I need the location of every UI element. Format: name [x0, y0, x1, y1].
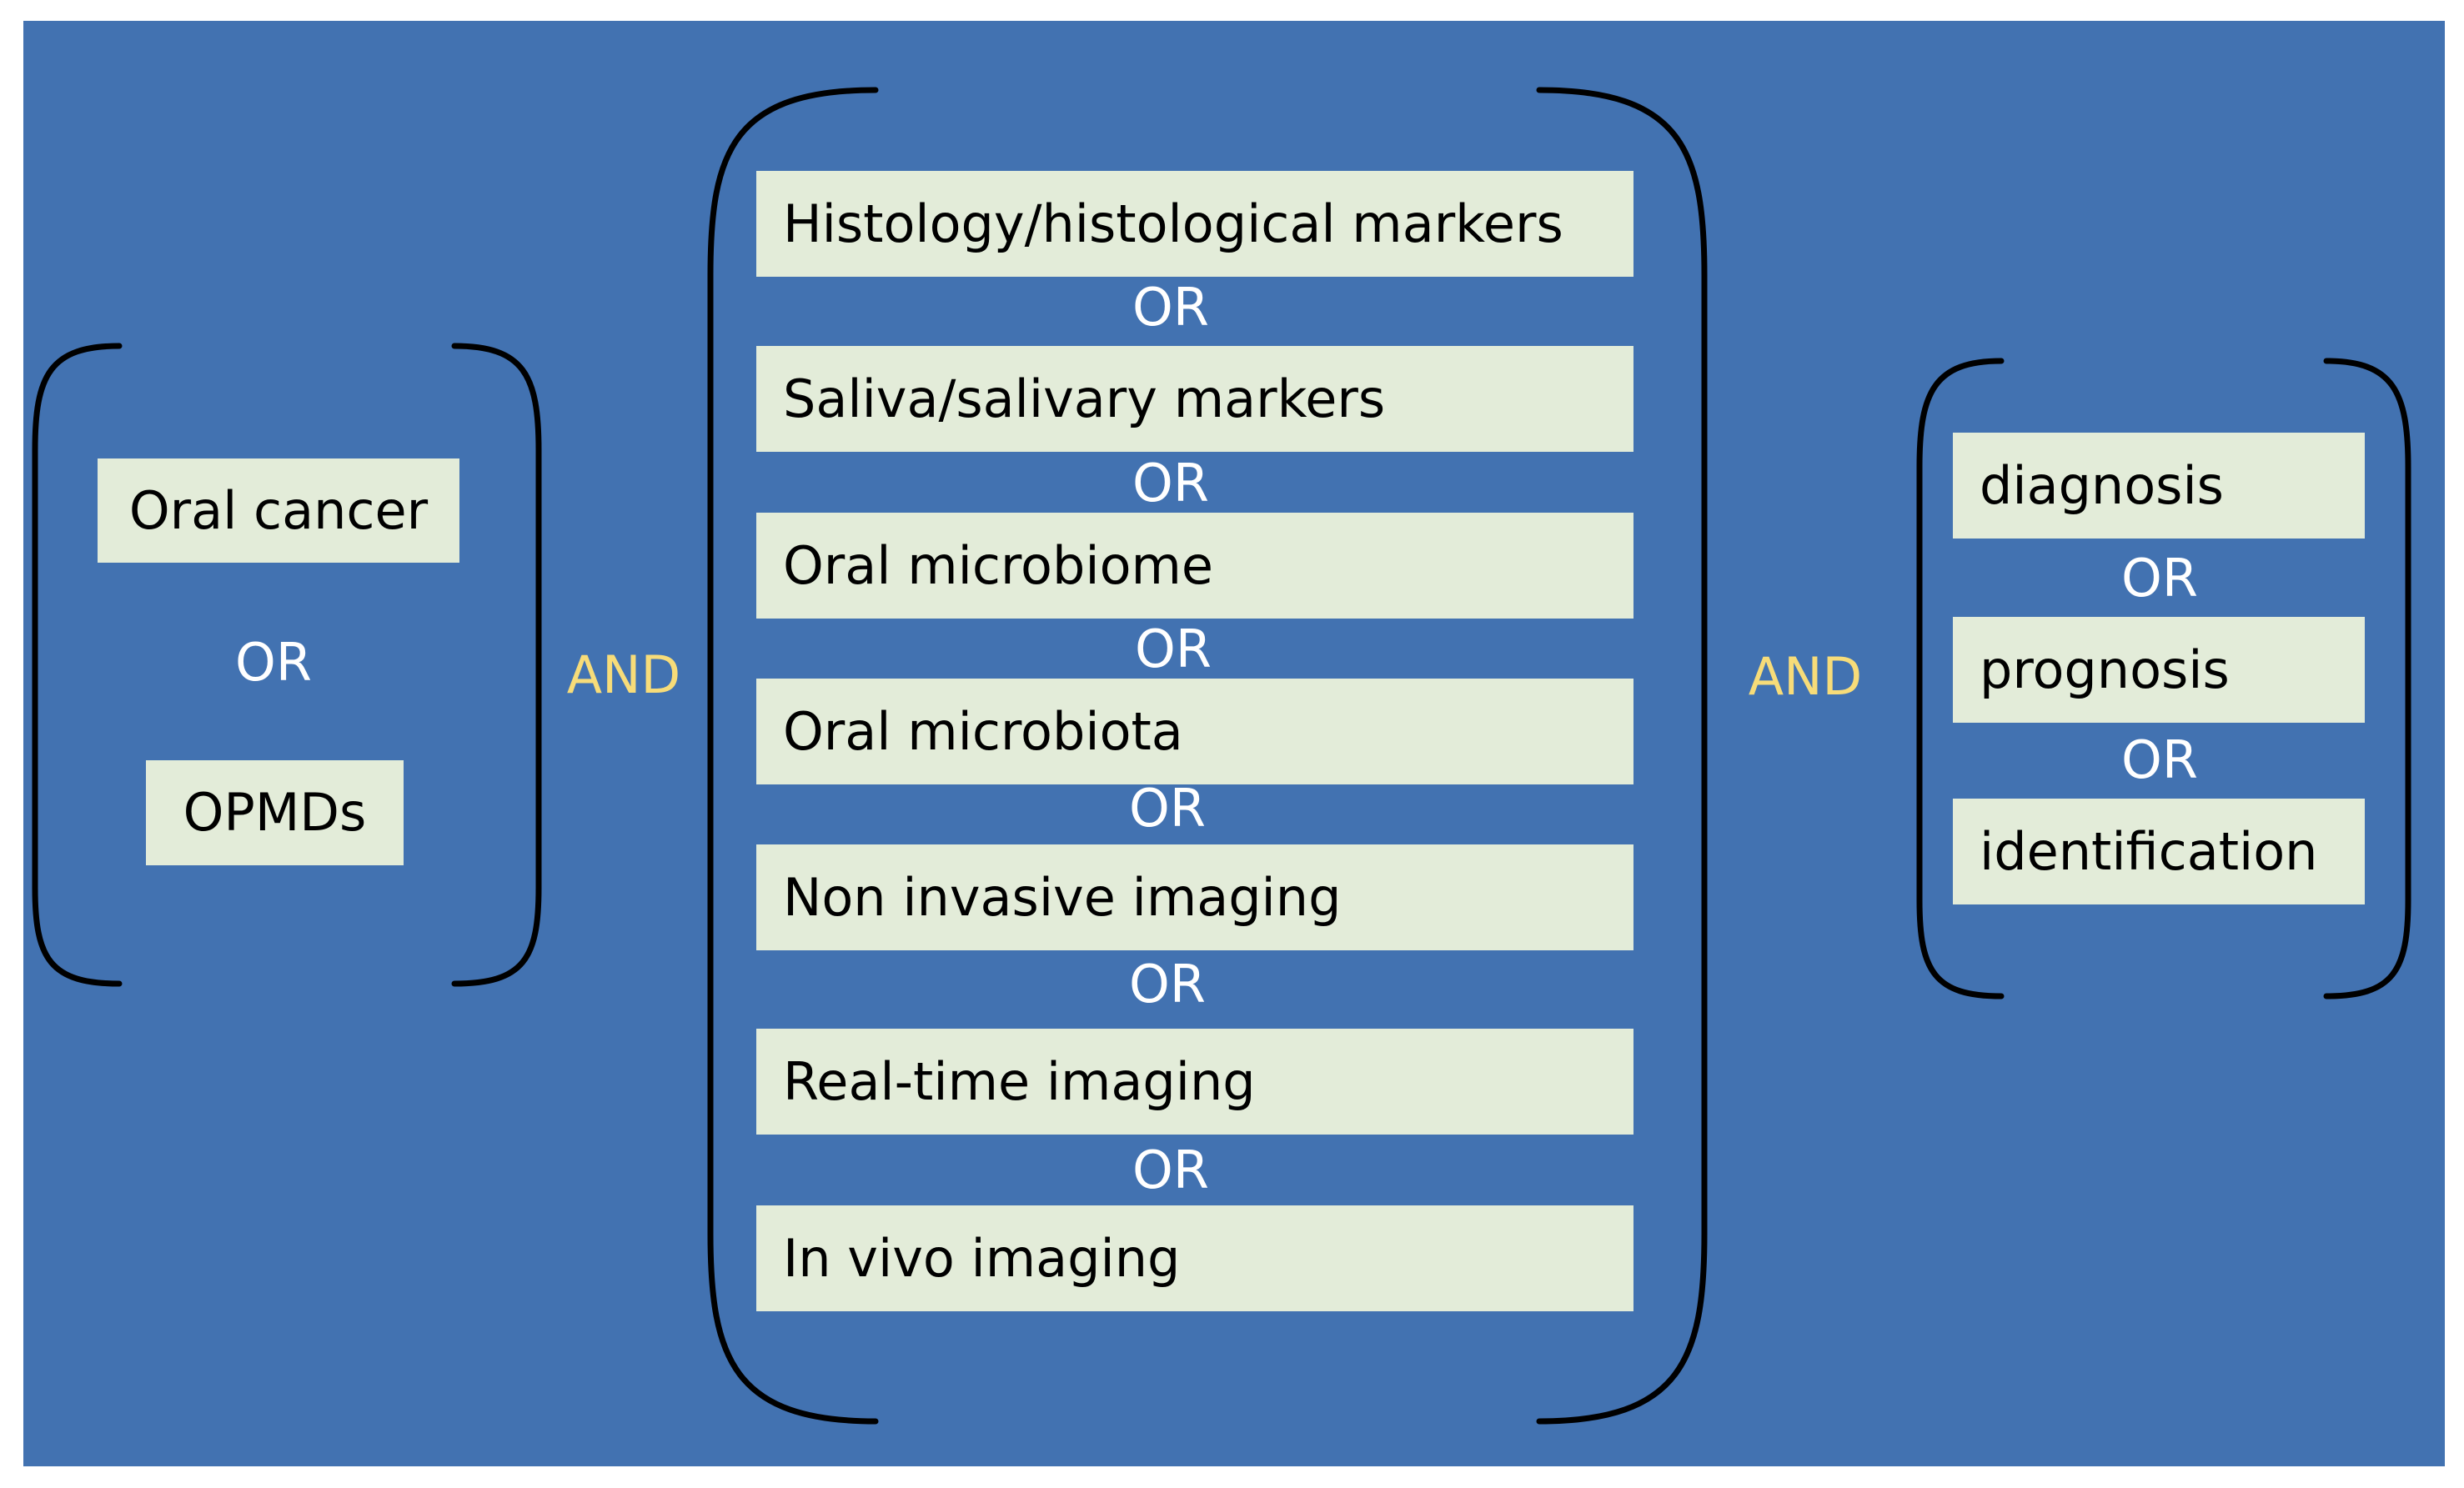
- term-real-time-imaging: Real-time imaging: [756, 1029, 1633, 1135]
- or-operator: OR: [1135, 619, 1212, 679]
- and-operator-right: AND: [1748, 646, 1863, 707]
- term-in-vivo-imaging: In vivo imaging: [756, 1205, 1633, 1311]
- term-prognosis: prognosis: [1953, 617, 2365, 723]
- or-operator: OR: [2121, 729, 2198, 790]
- or-operator: OR: [1129, 954, 1206, 1015]
- term-oral-microbiome: Oral microbiome: [756, 513, 1633, 619]
- term-non-invasive-imaging: Non invasive imaging: [756, 844, 1633, 950]
- term-histology-markers: Histology/histological markers: [756, 171, 1633, 277]
- or-operator: OR: [1132, 277, 1209, 338]
- term-diagnosis: diagnosis: [1953, 433, 2365, 539]
- and-operator-left: AND: [566, 644, 681, 705]
- term-identification: identification: [1953, 799, 2365, 904]
- term-opmds: OPMDs: [146, 760, 404, 865]
- or-operator: OR: [1132, 453, 1209, 514]
- term-oral-cancer: Oral cancer: [98, 458, 459, 563]
- or-operator: OR: [1129, 778, 1206, 839]
- or-operator: OR: [2121, 548, 2198, 609]
- term-oral-microbiota: Oral microbiota: [756, 679, 1633, 784]
- term-saliva-markers: Saliva/salivary markers: [756, 346, 1633, 452]
- or-operator: OR: [235, 632, 312, 693]
- or-operator: OR: [1132, 1140, 1209, 1200]
